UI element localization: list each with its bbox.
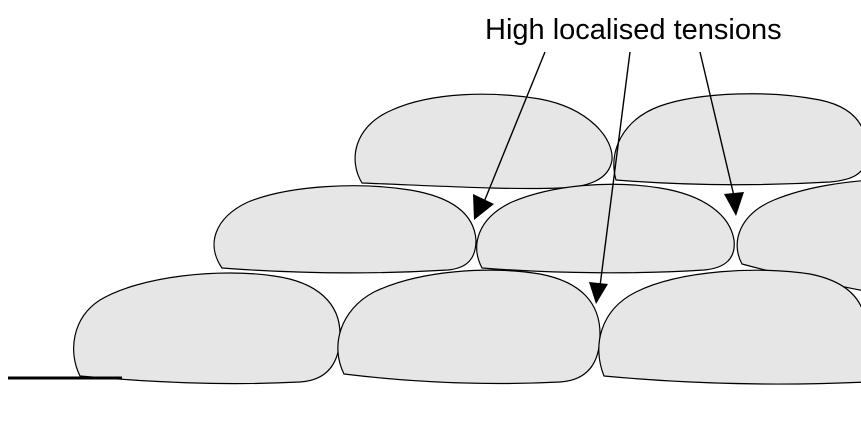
cell-bottom-left — [73, 272, 341, 385]
cell-stack — [73, 93, 861, 385]
annotation-label: High localised tensions — [485, 14, 782, 46]
cell-top-left — [354, 93, 613, 190]
arrow-center-line — [599, 51, 631, 287]
cell-bottom-center — [337, 269, 601, 385]
cell-middle-center — [476, 183, 735, 274]
cell-top-right — [613, 93, 861, 186]
cell-bottom-right — [598, 269, 861, 385]
arrow-right-head — [724, 192, 744, 216]
arrow-left-head — [473, 194, 494, 220]
arrow-center-head — [589, 282, 608, 304]
cell-middle-left — [213, 185, 477, 274]
arrow-right-line — [699, 51, 735, 197]
arrow-left-line — [483, 51, 546, 203]
